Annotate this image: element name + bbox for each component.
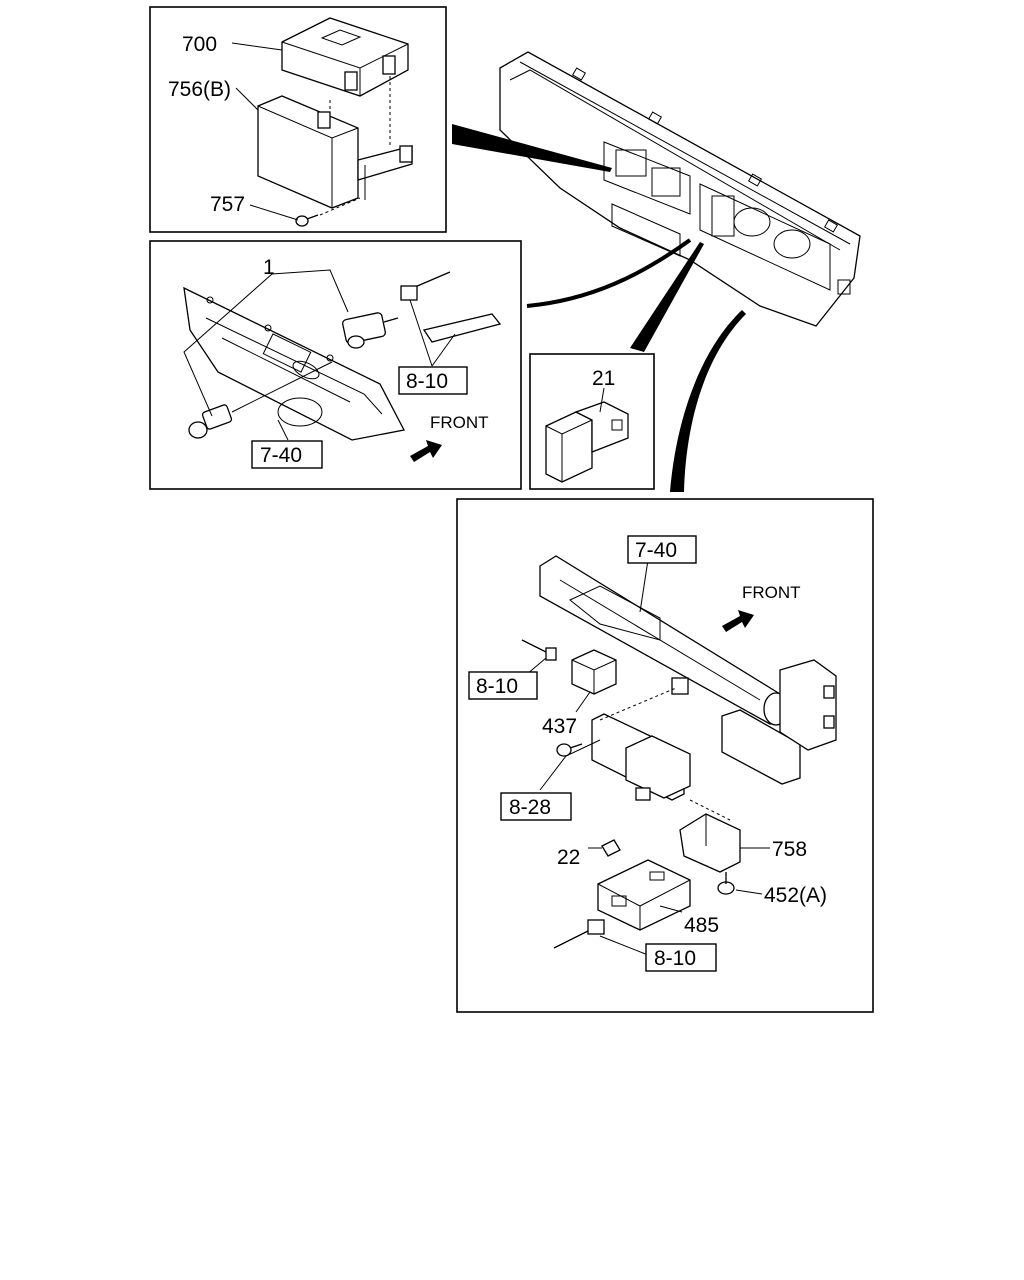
callout-758: 758 <box>772 838 807 861</box>
reference-8-10-lower: 8-10 <box>654 947 696 970</box>
front-arrow-right <box>722 610 754 632</box>
bracket-758 <box>679 813 741 873</box>
label-22-part <box>601 839 621 857</box>
screw-757 <box>295 214 319 227</box>
cross-member-tube <box>539 555 789 726</box>
panel-switch-21: 21 <box>529 353 655 490</box>
bolt-8-28 <box>556 743 583 757</box>
callout-22: 22 <box>557 846 580 869</box>
panel-control-unit: 700 756(B) 757 <box>149 6 447 233</box>
control-unit-700 <box>281 17 409 97</box>
ref-box <box>398 366 468 395</box>
switch-21 <box>545 401 629 483</box>
pointer-sweeps <box>452 124 746 492</box>
ref-box <box>500 792 572 821</box>
callout-452a: 452(A) <box>764 884 827 907</box>
callout-437: 437 <box>542 715 577 738</box>
panel-cross-member: 7-40 8-10 8-28 8-10 437 22 758 452(A) 48… <box>456 498 874 1013</box>
dashboard-overview <box>499 51 861 327</box>
connector-mid <box>521 639 557 661</box>
panel-bezel-switch: 8-10 7-40 1 FRONT <box>149 240 522 490</box>
panel-frame <box>456 498 874 1013</box>
switch-1 <box>342 312 399 349</box>
ref-box <box>645 943 717 972</box>
callout-1: 1 <box>263 256 275 279</box>
front-arrow-left <box>410 440 442 462</box>
reference-8-10-upper: 8-10 <box>406 370 448 393</box>
relay-437 <box>571 649 617 695</box>
ref-box <box>627 535 697 564</box>
reference-7-40-right: 7-40 <box>635 539 677 562</box>
panel-frame <box>529 353 655 490</box>
panel-frame <box>149 240 522 490</box>
relay-bracket-assembly <box>591 677 691 801</box>
bolt-452a <box>717 872 735 895</box>
callout-756b: 756(B) <box>168 78 231 101</box>
ref-box <box>251 440 323 469</box>
callout-700: 700 <box>182 33 217 56</box>
reference-8-10-mid: 8-10 <box>476 675 518 698</box>
callout-21: 21 <box>592 367 615 390</box>
ref-box <box>468 671 538 700</box>
reference-7-40-left: 7-40 <box>260 444 302 467</box>
callout-485: 485 <box>684 914 719 937</box>
panel-frame <box>149 6 447 233</box>
front-label-right: FRONT <box>742 583 801 602</box>
connector-lower <box>553 919 605 949</box>
front-label-left: FRONT <box>430 413 489 432</box>
reference-8-28: 8-28 <box>509 796 551 819</box>
connector-and-pad <box>400 271 502 343</box>
mount-bracket <box>721 659 837 785</box>
bracket-756b <box>257 95 413 209</box>
knob <box>188 404 233 439</box>
fuse-box-485 <box>597 859 691 931</box>
callout-757: 757 <box>210 193 245 216</box>
